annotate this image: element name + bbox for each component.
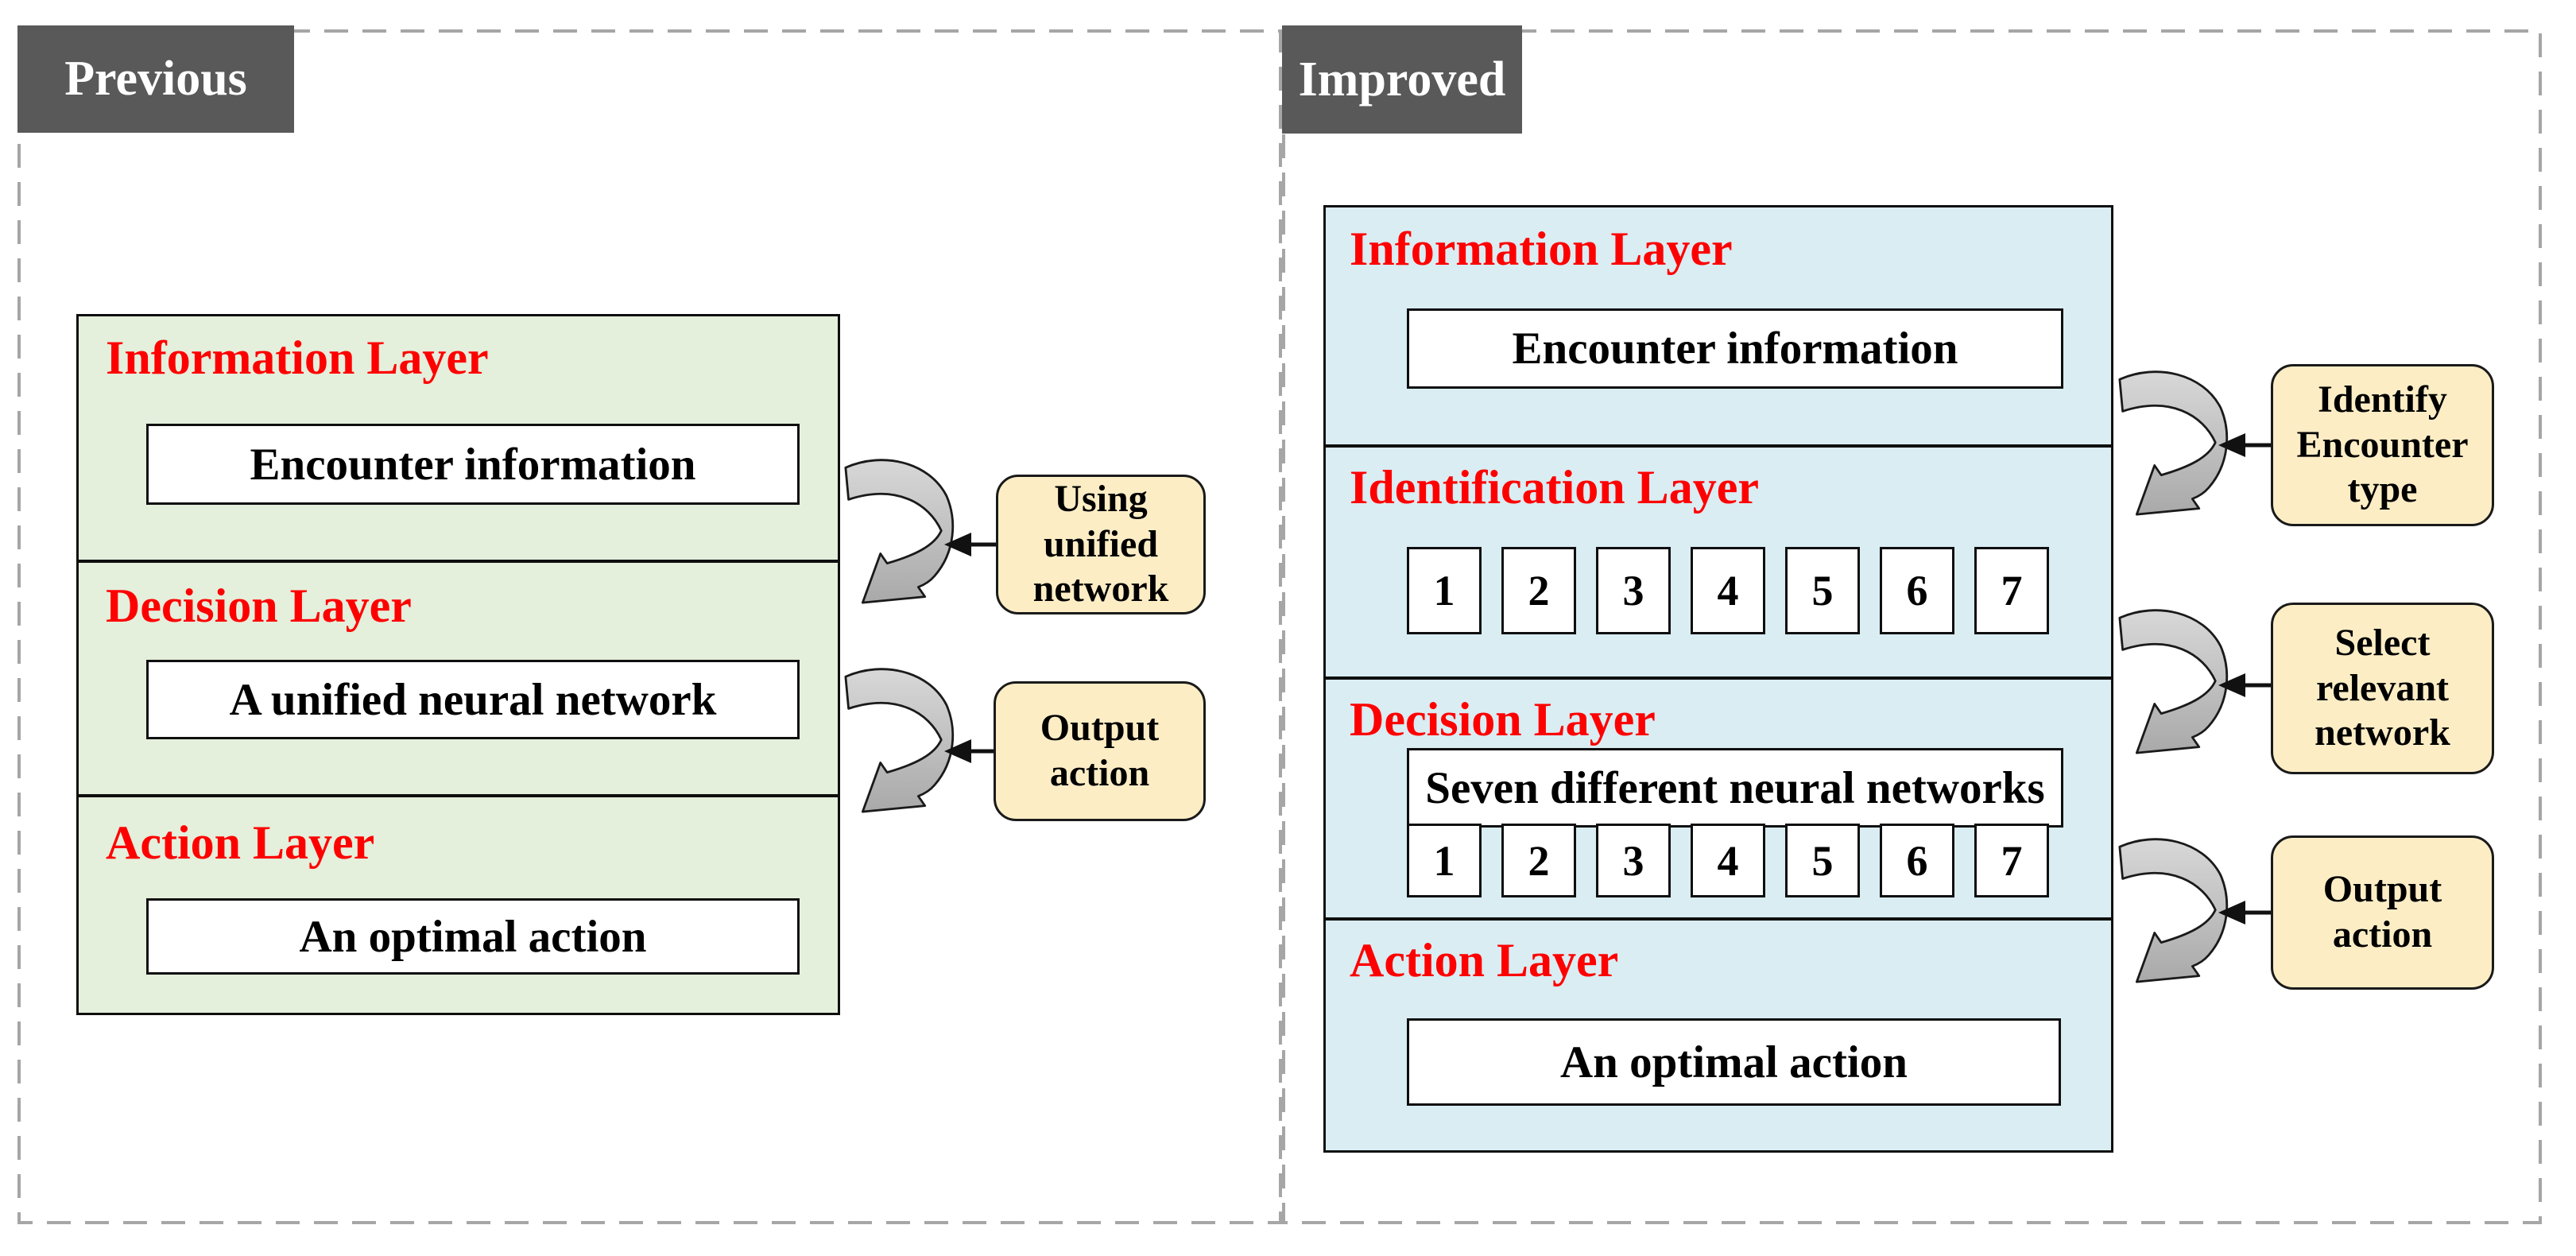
network-id: 2 xyxy=(1528,567,1550,614)
decision-number-box: 1 xyxy=(1407,824,1482,897)
decision-layer-heading-improved: Decision Layer xyxy=(1350,693,1656,746)
decision-number-box: 7 xyxy=(1974,824,2049,897)
identification-number-box: 5 xyxy=(1785,547,1860,634)
encounter-information-text-improved: Encounter information xyxy=(1512,324,1958,374)
previous-architecture-box: Information Layer Encounter information … xyxy=(76,314,840,1015)
identification-number-box: 2 xyxy=(1501,547,1576,634)
layer-divider xyxy=(78,794,839,797)
identification-number-row: 1 2 3 4 5 6 7 xyxy=(1407,547,2049,634)
network-id: 2 xyxy=(1528,836,1550,885)
optimal-action-box-previous: An optimal action xyxy=(146,898,800,975)
loop-arrow-icon xyxy=(2118,609,2229,754)
improved-architecture-box: Information Layer Encounter information … xyxy=(1323,205,2113,1153)
output-action-callout-improved: Output action xyxy=(2271,835,2494,990)
decision-number-box: 3 xyxy=(1596,824,1671,897)
select-relevant-network-text: Select relevant network xyxy=(2315,622,2450,754)
output-action-callout-previous: Output action xyxy=(994,681,1206,821)
using-unified-network-text: Using unified network xyxy=(1032,478,1169,611)
action-layer-heading-previous: Action Layer xyxy=(106,816,375,869)
left-arrow-icon xyxy=(944,739,998,763)
seven-networks-text: Seven different neural networks xyxy=(1425,762,2045,813)
network-id: 1 xyxy=(1433,836,1455,885)
improved-panel-border xyxy=(1282,29,2542,1224)
previous-panel-border xyxy=(17,29,1282,1224)
using-unified-network-callout: Using unified network xyxy=(996,475,1206,614)
decision-number-box: 6 xyxy=(1880,824,1954,897)
identification-number-box: 1 xyxy=(1407,547,1482,634)
identification-number-box: 6 xyxy=(1880,547,1954,634)
unified-network-box: A unified neural network xyxy=(146,660,800,739)
layer-divider xyxy=(1325,676,2112,680)
encounter-information-box-improved: Encounter information xyxy=(1407,308,2063,389)
left-arrow-icon xyxy=(944,533,998,556)
identification-layer-heading: Identification Layer xyxy=(1350,461,1759,514)
loop-arrow-icon xyxy=(844,459,955,604)
unified-network-text: A unified neural network xyxy=(229,674,717,725)
layer-divider xyxy=(1325,444,2112,448)
decision-number-box: 5 xyxy=(1785,824,1860,897)
information-layer-heading-improved: Information Layer xyxy=(1350,223,1733,275)
decision-number-row: 1 2 3 4 5 6 7 xyxy=(1407,824,2049,897)
improved-title-tab: Improved xyxy=(1282,25,1522,134)
action-layer-heading-improved: Action Layer xyxy=(1350,934,1619,987)
left-arrow-icon xyxy=(2218,433,2272,457)
previous-title-text: Previous xyxy=(64,52,247,106)
network-id: 5 xyxy=(1811,836,1834,885)
network-id: 3 xyxy=(1622,836,1644,885)
encounter-information-text-previous: Encounter information xyxy=(250,439,696,490)
loop-arrow-icon xyxy=(2118,370,2229,516)
network-id: 5 xyxy=(1811,567,1834,614)
previous-title-tab: Previous xyxy=(17,25,294,133)
improved-title-text: Improved xyxy=(1298,52,1506,107)
information-layer-heading-previous: Information Layer xyxy=(106,331,489,384)
output-action-text-previous: Output action xyxy=(1040,707,1160,794)
optimal-action-box-improved: An optimal action xyxy=(1407,1018,2061,1106)
loop-arrow-icon xyxy=(844,668,955,813)
decision-number-box: 4 xyxy=(1691,824,1765,897)
decision-number-box: 2 xyxy=(1501,824,1576,897)
identify-encounter-type-callout: Identify Encounter type xyxy=(2271,364,2494,526)
left-arrow-icon xyxy=(2218,901,2272,925)
identification-number-box: 3 xyxy=(1596,547,1671,634)
layer-divider xyxy=(1325,917,2112,921)
output-action-text-improved: Output action xyxy=(2322,868,2442,956)
layer-divider xyxy=(78,560,839,563)
network-id: 7 xyxy=(2001,836,2023,885)
network-id: 6 xyxy=(1906,836,1928,885)
network-id: 4 xyxy=(1717,567,1739,614)
network-id: 6 xyxy=(1906,567,1928,614)
left-arrow-icon xyxy=(2218,673,2272,697)
loop-arrow-icon xyxy=(2118,838,2229,983)
optimal-action-text-improved: An optimal action xyxy=(1559,1037,1908,1087)
identification-number-box: 7 xyxy=(1974,547,2049,634)
decision-layer-heading-previous: Decision Layer xyxy=(106,580,412,632)
identification-number-box: 4 xyxy=(1691,547,1765,634)
optimal-action-text-previous: An optimal action xyxy=(299,911,647,962)
identify-encounter-type-text: Identify Encounter type xyxy=(2296,378,2469,511)
network-id: 7 xyxy=(2001,567,2023,614)
encounter-information-box-previous: Encounter information xyxy=(146,424,800,505)
seven-networks-box: Seven different neural networks xyxy=(1407,748,2063,828)
select-relevant-network-callout: Select relevant network xyxy=(2271,603,2494,774)
network-id: 1 xyxy=(1433,567,1455,614)
network-id: 3 xyxy=(1622,567,1644,614)
network-id: 4 xyxy=(1717,836,1739,885)
